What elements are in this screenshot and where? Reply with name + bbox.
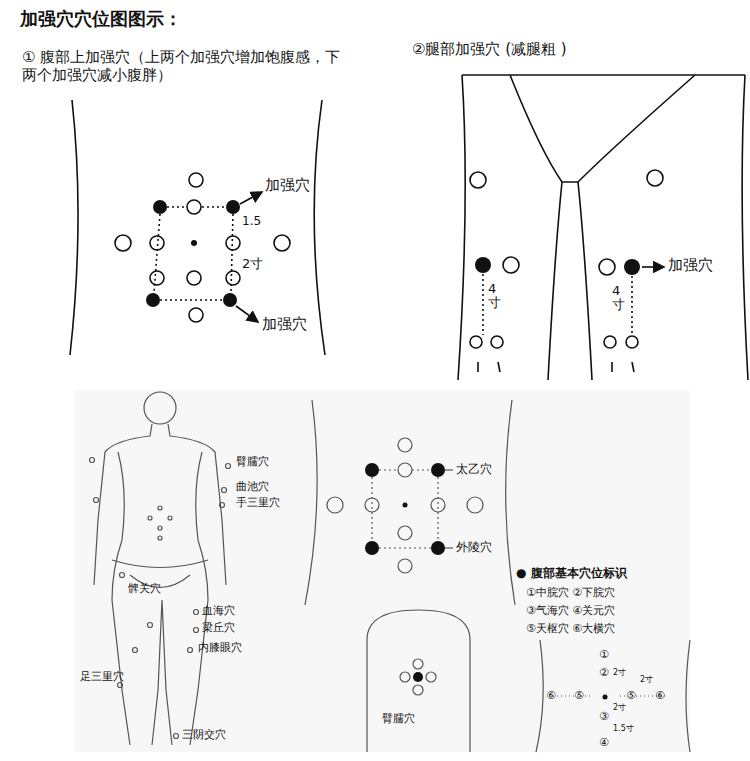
section-heading: ②腿部加强穴 (减腿粗 ) (412, 40, 567, 58)
point-label: 曲池穴 (236, 480, 269, 493)
point-label: 臂臑穴 (382, 712, 415, 725)
callout-label: 加强穴 (262, 315, 307, 333)
point-label: 外陵穴 (456, 540, 492, 554)
callout-label: 加强穴 (265, 176, 310, 194)
point-label: 血海穴 (202, 604, 235, 617)
callout-label: 加强穴 (668, 256, 713, 274)
point-marker: ④ (599, 736, 609, 749)
section-heading: ① 腹部上加强穴（上两个加强穴增加饱腹感，下两个加强穴减小腹胖） (22, 48, 352, 84)
point-label: 内膝眼穴 (198, 641, 242, 654)
point-marker: ③ (599, 710, 609, 723)
point-marker: ② (599, 666, 609, 679)
point-label: 足三里穴 (80, 670, 124, 683)
point-label: 臂臑穴 (236, 455, 269, 468)
point-label: 太乙穴 (456, 462, 492, 476)
dimension: 2寸 (242, 256, 263, 272)
dimension: 1.5 (242, 214, 261, 228)
key-line: ⑤天枢穴 ⑥大横穴 (526, 622, 615, 635)
key-line: ③气海穴 ④关元穴 (526, 604, 615, 617)
point-label: 梁丘穴 (202, 621, 235, 634)
dimension: 2寸 (613, 703, 626, 713)
title: 加强穴穴位图图示： (20, 8, 182, 30)
point-marker: ⑤ (574, 689, 584, 702)
point-label: 手三里穴 (236, 496, 280, 509)
dimension: 2寸 (640, 675, 653, 685)
dimension: 2寸 (613, 668, 626, 678)
point-label: 髀关穴 (128, 582, 161, 595)
dimension: 1.5寸 (613, 724, 634, 734)
key-line: ①中脘穴 ②下脘穴 (526, 586, 615, 599)
point-marker: ⑥ (655, 689, 665, 702)
dimension: 4寸 (612, 284, 625, 313)
dimension: 4寸 (488, 282, 501, 311)
point-label: 三阴交穴 (182, 728, 226, 741)
point-marker: ⑤ (626, 689, 636, 702)
point-marker: ① (599, 648, 609, 661)
point-marker: ⑥ (546, 689, 556, 702)
key-heading: ● 腹部基本穴位标识 (516, 566, 627, 580)
